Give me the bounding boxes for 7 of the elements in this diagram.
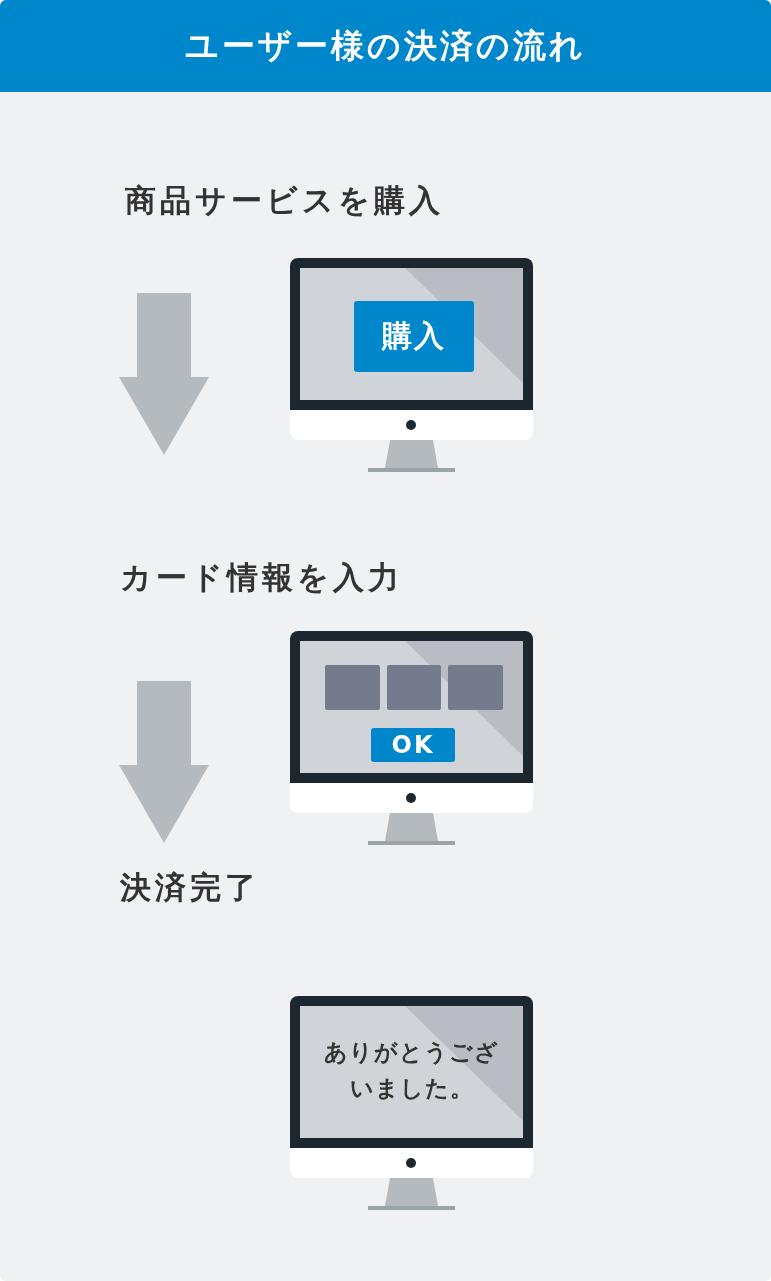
thank-you-message: ありがとうございました。 — [323, 1038, 500, 1103]
purchase-button: 購入 — [354, 301, 474, 372]
step-label: 商品サービスを購入 — [125, 178, 444, 222]
step-label: カード情報を入力 — [120, 555, 403, 599]
title: ユーザー様の決済の流れ — [185, 24, 586, 67]
step-label: 決済完了 — [120, 865, 260, 909]
ok-button: OK — [371, 728, 455, 762]
